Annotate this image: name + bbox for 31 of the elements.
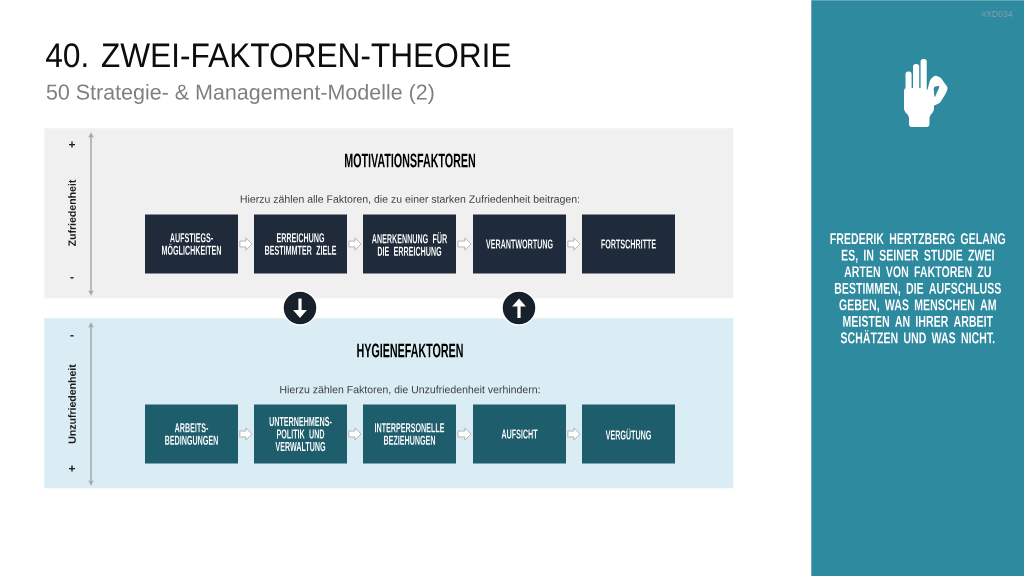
process-box: VERGÜTUNG <box>582 404 675 464</box>
block-arrow <box>457 427 472 441</box>
axis-label: Unzufriedenheit <box>68 364 76 444</box>
band-heading: HYGIENEFAKTOREN <box>357 343 463 358</box>
process-box: ERREICHUNG BESTIMMTER ZIELE <box>254 214 347 274</box>
process-box: ANERKENNUNG FÜR DIE ERREICHUNG <box>363 214 456 274</box>
block-arrow <box>348 427 362 441</box>
process-box: FORTSCHRITTE <box>582 214 675 274</box>
title: 40. ZWEI-FAKTOREN-THEORIE <box>46 43 511 68</box>
band-heading: MOTIVATIONSFAKTOREN <box>345 153 475 168</box>
block-arrow <box>457 237 472 251</box>
process-box: UNTERNEHMENS- POLITIK UND VERWALTUNG <box>254 404 347 464</box>
subtitle: 50 Strategie- & Management-Modelle (2) <box>46 83 434 104</box>
process-box: VERANTWORTUNG <box>473 214 566 274</box>
block-arrow <box>567 427 581 441</box>
band-text: Hierzu zählen Faktoren, die Unzufriedenheit verhindern: <box>280 385 540 395</box>
block-arrow <box>239 237 253 251</box>
process-box: INTERPERSONELLE BEZIEHUNGEN <box>363 404 456 464</box>
process-box: ARBEITS- BEDINGUNGEN <box>145 404 238 464</box>
block-arrow <box>348 237 362 251</box>
axis-sign: - <box>70 335 74 337</box>
block-arrow <box>239 427 253 441</box>
band-text: Hierzu zählen alle Faktoren, die zu einer starken Zufriedenheit beitragen: <box>240 195 580 205</box>
slide-code: #XD034 <box>981 10 1013 18</box>
axis-label: Zufriedenheit <box>68 179 76 247</box>
block-arrow <box>567 237 581 251</box>
axis-sign: - <box>70 277 74 279</box>
axis-sign: + <box>69 465 76 472</box>
process-box: AUFSICHT <box>473 404 566 464</box>
process-box: AUFSTIEGS- MÖGLICHKEITEN <box>145 214 238 274</box>
axis-sign: + <box>69 141 76 148</box>
